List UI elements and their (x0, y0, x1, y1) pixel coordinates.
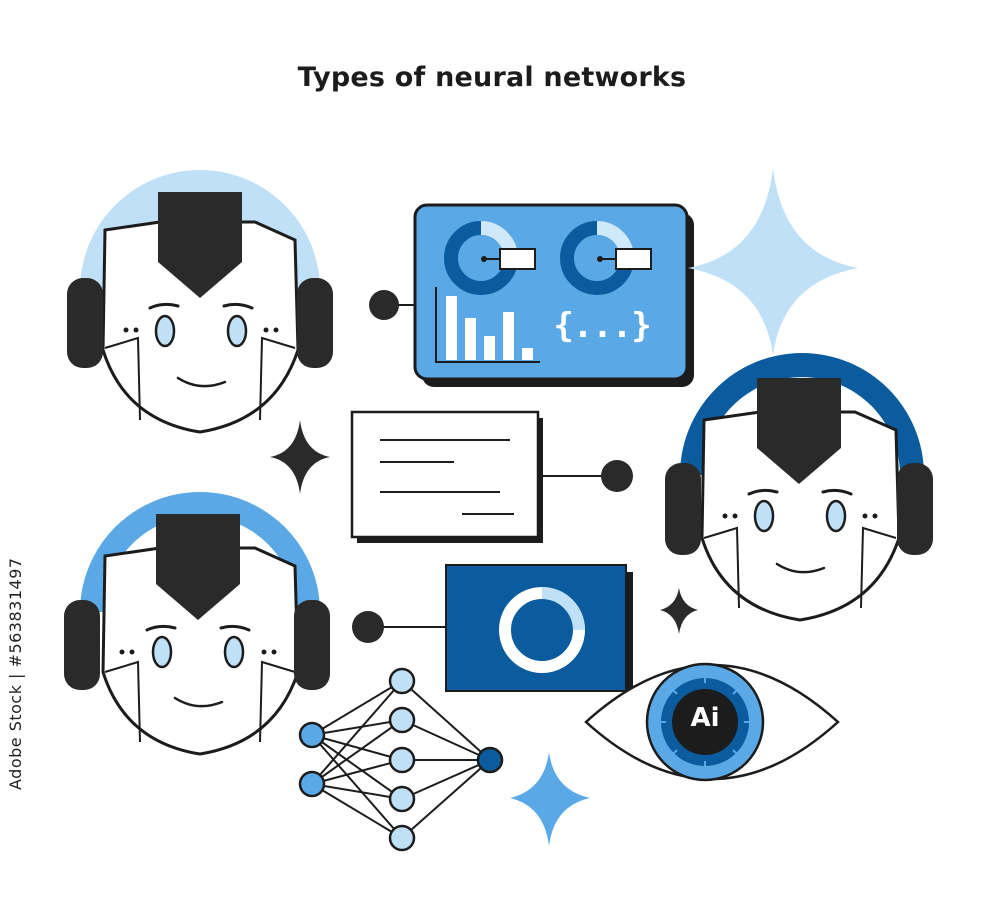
ai-eye-icon (584, 662, 840, 782)
robot-head-icon (67, 170, 333, 434)
sparkle-icon (510, 752, 590, 846)
text-document-icon (350, 410, 633, 543)
dashboard-panel-icon (369, 203, 694, 387)
sparkle-icon (660, 588, 698, 634)
page-title: Types of neural networks (297, 62, 687, 93)
sparkle-icon (270, 420, 330, 494)
sparkle-icon (688, 168, 858, 355)
code-braces-label: {...} (553, 306, 651, 346)
ring-screen-icon (352, 564, 633, 692)
neural-network-icon (298, 667, 504, 852)
ai-eye-label: Ai (690, 703, 720, 733)
robot-head-icon (64, 492, 330, 756)
robot-head-icon (665, 353, 933, 622)
stock-id-text: Adobe Stock | #563831497 (6, 557, 25, 790)
